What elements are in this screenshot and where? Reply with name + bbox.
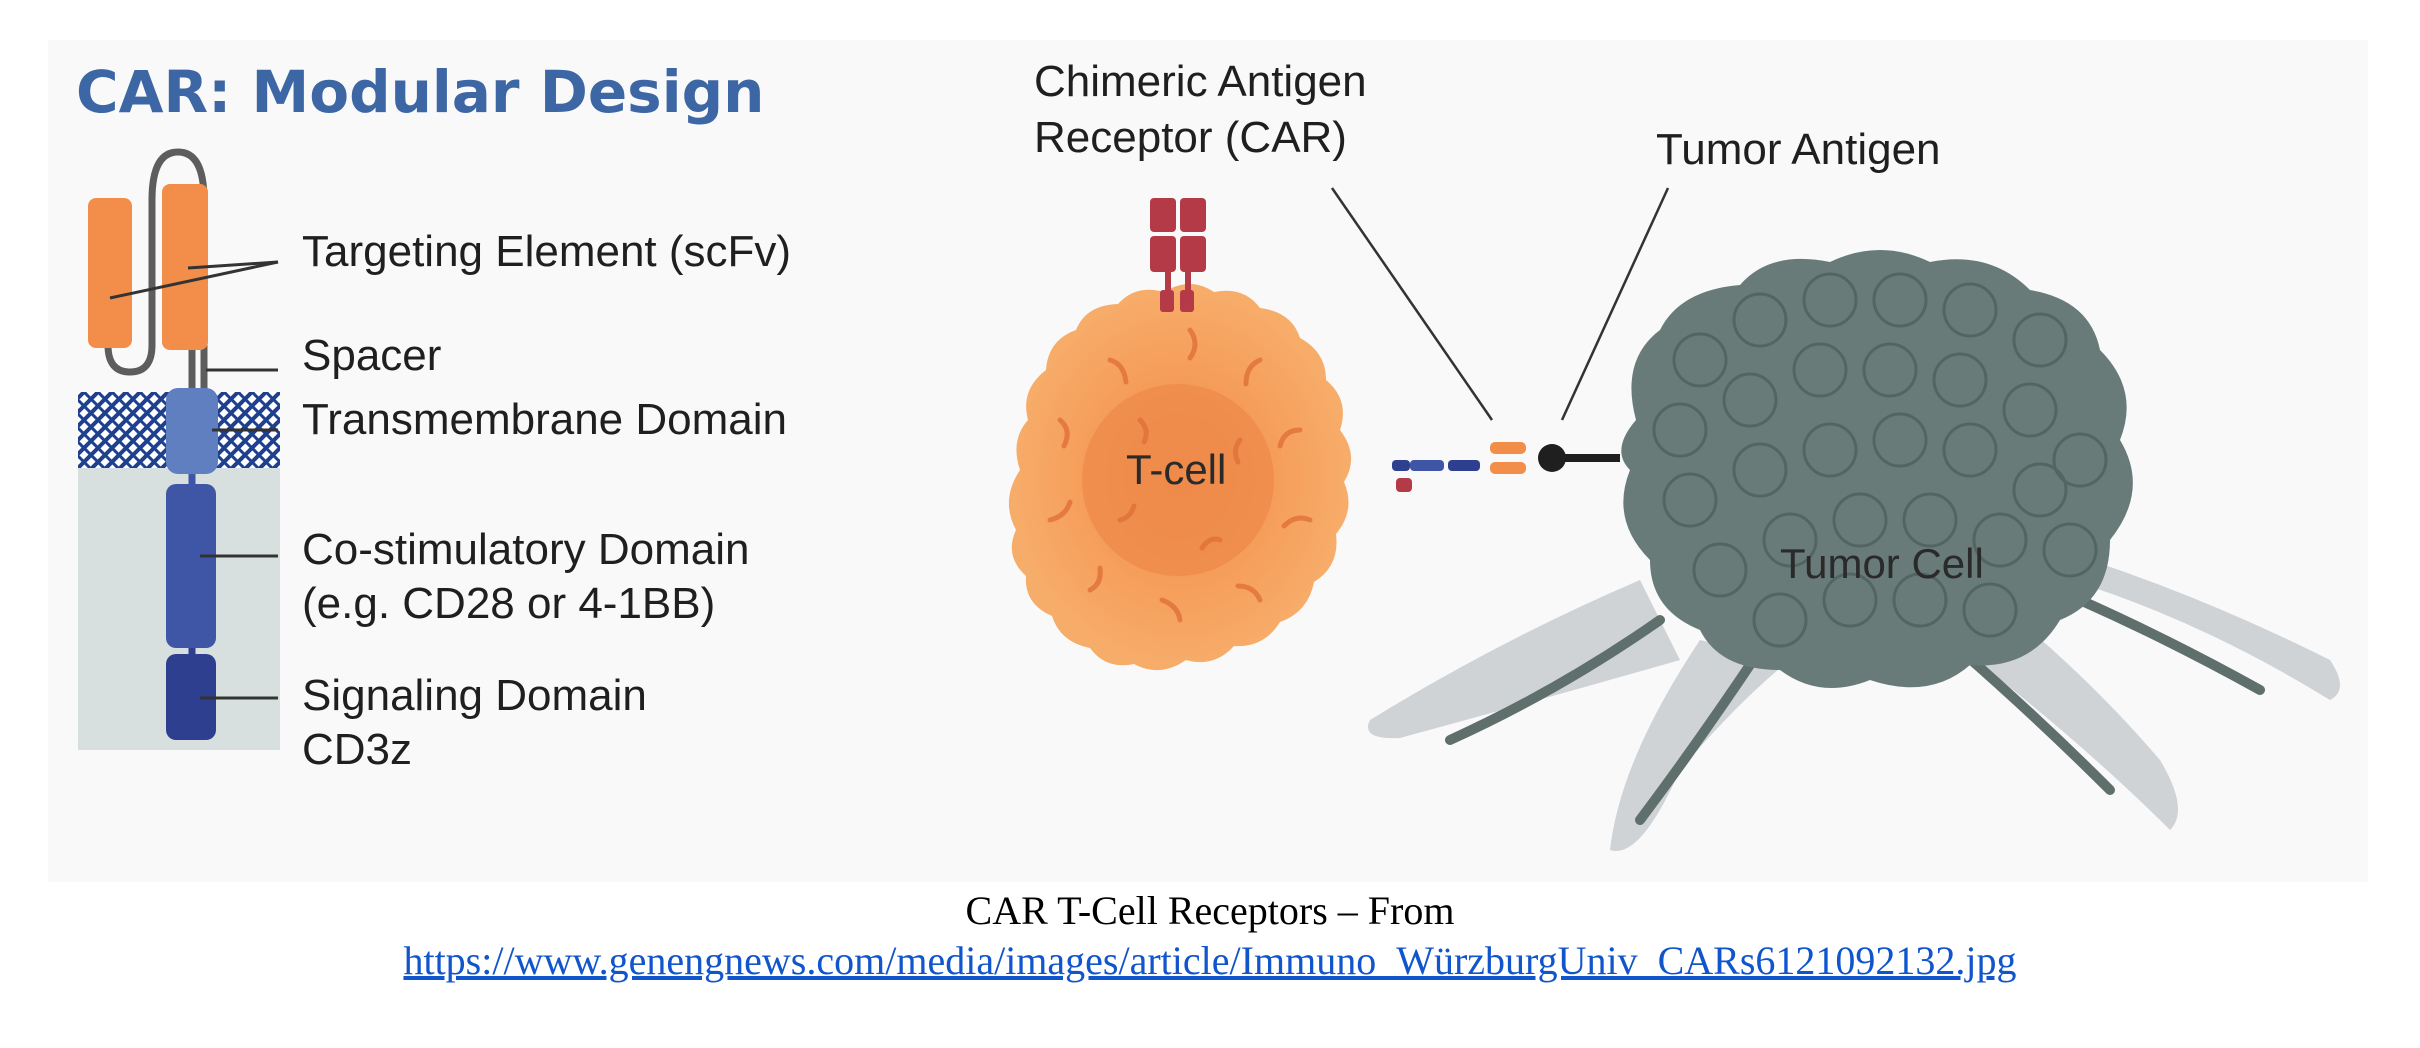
pointer-line	[109, 260, 279, 300]
car-antigen-binding-icon	[1392, 442, 1620, 492]
scfv-light-chain	[88, 198, 132, 348]
t-cell-icon	[1008, 284, 1352, 671]
t-cell-label: T-cell	[1126, 446, 1226, 493]
pointer-line	[187, 260, 279, 270]
antibody-icon	[1150, 198, 1206, 312]
label-signaling-cd3z: CD3z	[302, 725, 412, 774]
label-car-line1: Chimeric Antigen	[1034, 57, 1367, 106]
tumor-cell-label: Tumor Cell	[1780, 540, 1984, 587]
antigen-callout-line	[1560, 187, 1670, 421]
label-tumor-antigen: Tumor Antigen	[1656, 125, 1941, 174]
caption-text: CAR T-Cell Receptors – From	[965, 888, 1455, 933]
transmembrane-domain	[166, 388, 218, 474]
label-costim-example: (e.g. CD28 or 4-1BB)	[302, 579, 715, 628]
car-callout-line	[1330, 187, 1494, 421]
label-signaling-domain: Signaling Domain	[302, 671, 647, 720]
signaling-domain	[166, 654, 216, 740]
tumor-body	[1621, 250, 2133, 688]
panel-title: CAR: Modular Design	[76, 58, 764, 126]
spacer-linker	[104, 148, 208, 392]
label-targeting-element: Targeting Element (scFv)	[302, 227, 791, 276]
t-cell-nucleus	[1082, 384, 1274, 576]
label-car-line2: Receptor (CAR)	[1034, 113, 1347, 162]
label-costim-domain: Co-stimulatory Domain	[302, 525, 749, 574]
scfv-heavy-chain	[162, 184, 208, 350]
costim-domain	[166, 484, 216, 648]
label-spacer: Spacer	[302, 331, 441, 380]
tumor-cell-icon	[1368, 250, 2340, 851]
label-transmembrane-domain: Transmembrane Domain	[302, 395, 787, 444]
source-link[interactable]: https://www.genengnews.com/media/images/…	[403, 938, 2017, 983]
car-structure-icon	[78, 148, 280, 750]
caption: CAR T-Cell Receptors – From https://www.…	[0, 886, 2420, 986]
